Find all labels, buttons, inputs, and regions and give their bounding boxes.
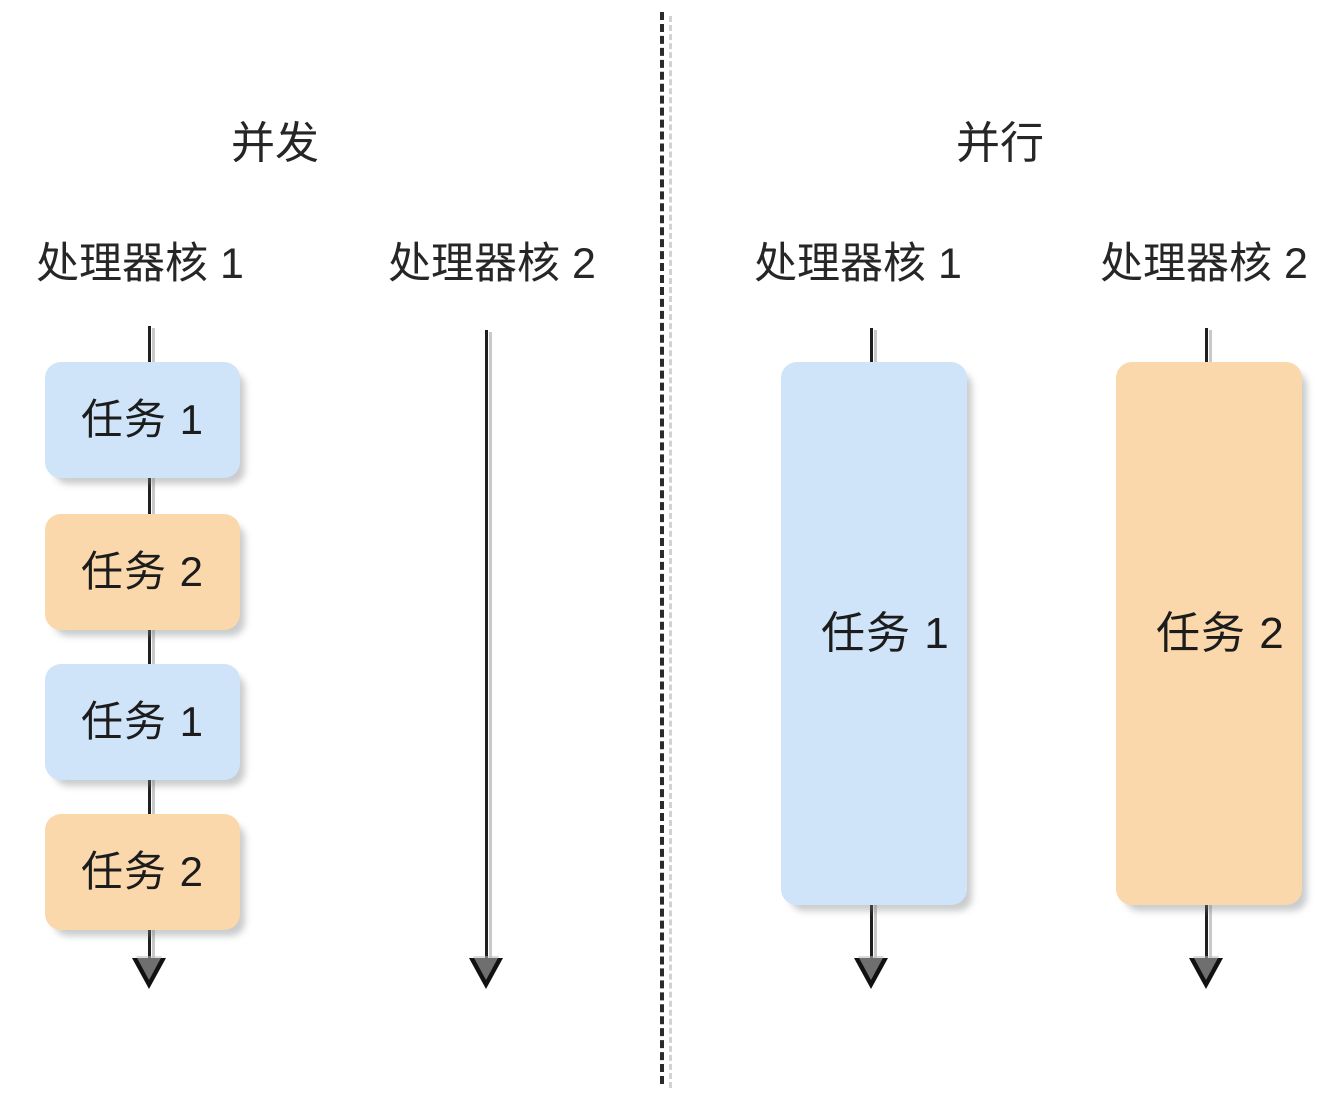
- timeline-segment-left-core1-1: [148, 472, 155, 520]
- lane-label-right-core-2: 处理器核 2: [1100, 240, 1308, 288]
- task-box-label: 任务 2: [1156, 608, 1285, 658]
- panel-divider-dashed: [660, 12, 672, 1088]
- arrow-head-left-core1: [132, 956, 166, 989]
- timeline-segment-right-core1-0: [870, 328, 877, 368]
- lane-label-left-core-1: 处理器核 1: [36, 240, 244, 288]
- panel-title-concurrency: 并发: [231, 119, 319, 168]
- task-box-label: 任务 1: [80, 396, 205, 443]
- arrow-head-right-core2: [1189, 956, 1223, 989]
- task-box-left-core1-2[interactable]: 任务 2: [45, 514, 240, 630]
- lane-label-right-core-1: 处理器核 1: [754, 240, 962, 288]
- task-box-label: 任务 1: [821, 608, 950, 658]
- task-box-label: 任务 2: [80, 548, 205, 595]
- timeline-segment-right-core2-0: [1205, 328, 1212, 368]
- timeline-segment-left-core1-2: [148, 624, 155, 672]
- timeline-segment-left-core1-4: [148, 924, 155, 968]
- arrow-head-left-core2: [469, 956, 503, 989]
- arrow-head-right-core1: [854, 956, 888, 989]
- timeline-segment-left-core1-3: [148, 774, 155, 822]
- timeline-left-core2-idle: [485, 330, 492, 968]
- task-box-label: 任务 2: [80, 848, 205, 895]
- task-box-right-core2-1[interactable]: 任务 2: [1116, 362, 1302, 905]
- task-box-label: 任务 1: [80, 698, 205, 745]
- task-box-right-core1-1[interactable]: 任务 1: [781, 362, 967, 905]
- panel-title-parallelism: 并行: [956, 119, 1044, 168]
- task-box-left-core1-1[interactable]: 任务 1: [45, 362, 240, 478]
- timeline-segment-right-core2-1: [1205, 900, 1212, 968]
- timeline-segment-left-core1-0: [148, 326, 155, 368]
- task-box-left-core1-4[interactable]: 任务 2: [45, 814, 240, 930]
- task-box-left-core1-3[interactable]: 任务 1: [45, 664, 240, 780]
- lane-label-left-core-2: 处理器核 2: [388, 240, 596, 288]
- timeline-segment-right-core1-1: [870, 900, 877, 968]
